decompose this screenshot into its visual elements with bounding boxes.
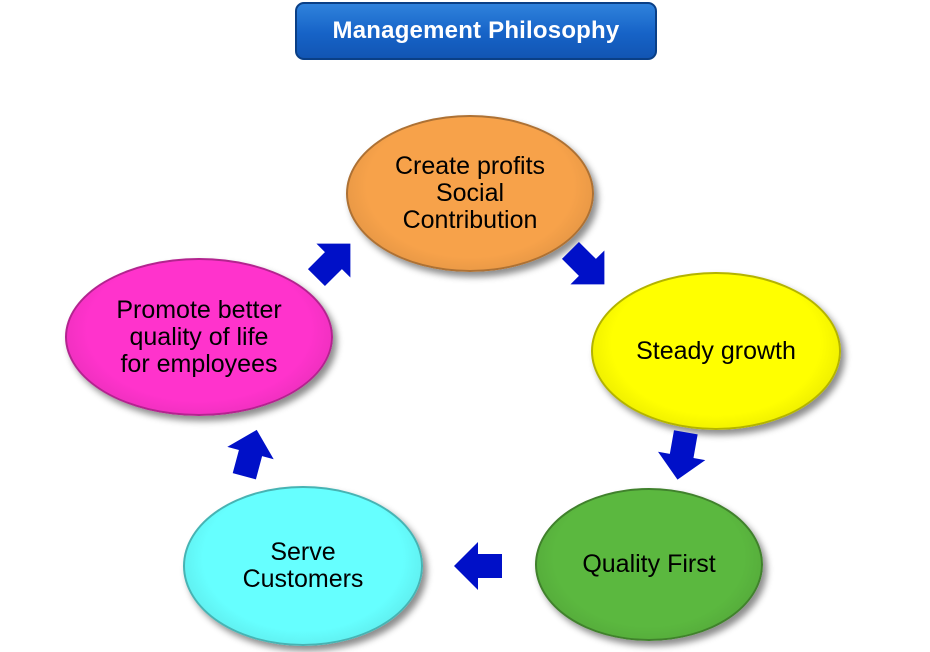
arrow-promote-to-profits [307, 243, 351, 287]
node-create-profits: Create profits Social Contribution [346, 115, 594, 272]
arrow-growth-to-quality [658, 430, 706, 480]
arrow-profits-to-growth [561, 241, 605, 285]
node-promote-quality-of-life: Promote better quality of life for emplo… [65, 258, 333, 416]
node-steady-growth: Steady growth [591, 272, 841, 430]
arrow-quality-to-customers [454, 542, 502, 590]
node-serve-customers: Serve Customers [183, 486, 423, 646]
arrow-customers-to-promote [227, 429, 274, 480]
node-label: Quality First [582, 550, 716, 578]
node-quality-first: Quality First [535, 488, 763, 641]
node-label: Create profits Social Contribution [394, 152, 546, 234]
page-title: Management Philosophy [295, 2, 657, 60]
node-label: Steady growth [636, 336, 796, 365]
node-label: Promote better quality of life for emplo… [116, 295, 282, 378]
node-label: Serve Customers [242, 538, 364, 593]
